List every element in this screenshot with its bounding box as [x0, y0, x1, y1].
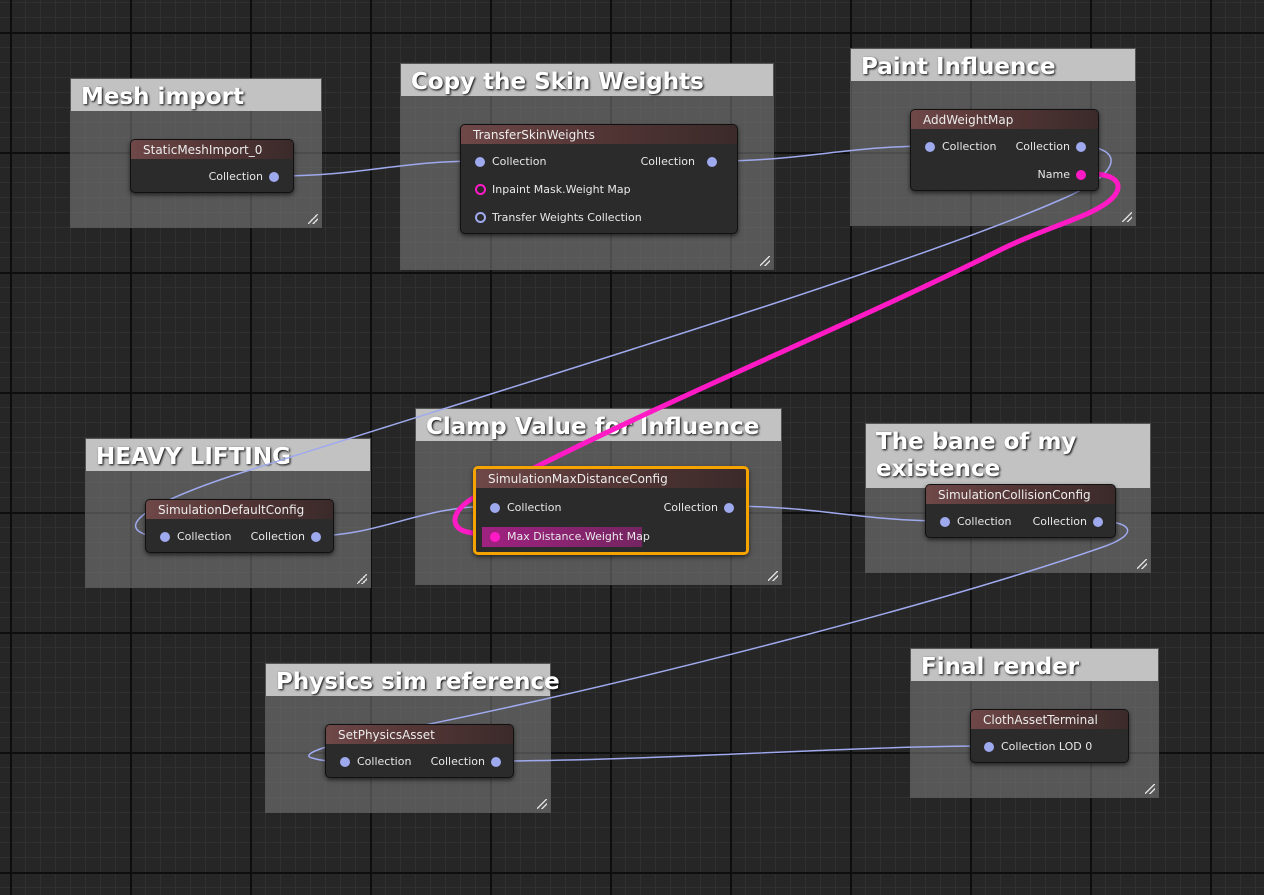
- pin-label: Collection: [1032, 515, 1087, 528]
- pin-label: Collection: [208, 170, 263, 183]
- node-static-mesh-import[interactable]: StaticMeshImport_0 Collection: [130, 139, 294, 193]
- resize-handle[interactable]: [1122, 212, 1132, 222]
- pin-label: Collection: [942, 140, 997, 153]
- pin-label: Collection: [1015, 140, 1070, 153]
- node-transfer-skin-weights[interactable]: TransferSkinWeights Collection Collectio…: [460, 124, 738, 234]
- node-simulation-default-config[interactable]: SimulationDefaultConfig Collection Colle…: [145, 499, 334, 553]
- node-set-physics-asset[interactable]: SetPhysicsAsset Collection Collection: [325, 724, 514, 778]
- collection-output-pin[interactable]: [1093, 517, 1103, 527]
- pin-label: Collection: [640, 155, 695, 168]
- node-title[interactable]: StaticMeshImport_0: [131, 140, 293, 159]
- pin-label: Collection: [507, 501, 562, 514]
- pin-label: Transfer Weights Collection: [492, 211, 642, 224]
- pin-label: Max Distance.Weight Map: [507, 530, 650, 543]
- node-title[interactable]: SimulationMaxDistanceConfig: [476, 469, 746, 488]
- node-add-weight-map[interactable]: AddWeightMap Collection Collection Name: [910, 109, 1099, 191]
- wire-collision-to-physics-asset[interactable]: [308, 520, 1129, 762]
- collection-input-pin[interactable]: [940, 517, 950, 527]
- comment-title[interactable]: Mesh import: [71, 79, 321, 111]
- wire-physics-asset-to-terminal[interactable]: [492, 745, 989, 762]
- wire-transfer-to-addweightmap[interactable]: [716, 145, 930, 162]
- transfer-weights-input-pin[interactable]: [475, 212, 486, 223]
- comment-title[interactable]: HEAVY LIFTING: [86, 439, 370, 471]
- collection-output-pin[interactable]: [491, 757, 501, 767]
- node-title[interactable]: SimulationCollisionConfig: [926, 485, 1115, 504]
- node-title[interactable]: SetPhysicsAsset: [326, 725, 513, 744]
- collection-input-pin[interactable]: [490, 503, 500, 513]
- name-output-pin[interactable]: [1076, 170, 1086, 180]
- collection-input-pin[interactable]: [340, 757, 350, 767]
- pin-label: Collection: [430, 755, 485, 768]
- resize-handle[interactable]: [357, 574, 367, 584]
- comment-title[interactable]: Clamp Value for Influence: [416, 409, 781, 441]
- collection-lod0-input-pin[interactable]: [984, 742, 994, 752]
- node-title[interactable]: ClothAssetTerminal: [971, 710, 1128, 729]
- wire-max-distance-to-collision[interactable]: [723, 505, 945, 522]
- pin-label: Inpaint Mask.Weight Map: [492, 183, 631, 196]
- max-distance-input-pin[interactable]: [490, 532, 500, 542]
- node-title[interactable]: SimulationDefaultConfig: [146, 500, 333, 519]
- node-title[interactable]: AddWeightMap: [911, 110, 1098, 129]
- resize-handle[interactable]: [1137, 559, 1147, 569]
- comment-bane[interactable]: The bane of my existence: [865, 423, 1151, 573]
- collection-output-pin[interactable]: [724, 503, 734, 513]
- pin-label: Collection LOD 0: [1001, 740, 1093, 753]
- pin-label: Name: [1037, 168, 1070, 181]
- wire-weight-map-name[interactable]: [452, 171, 1121, 537]
- comment-title[interactable]: Physics sim reference: [266, 664, 560, 696]
- comment-title[interactable]: The bane of my existence: [866, 424, 1150, 488]
- collection-output-pin[interactable]: [1076, 142, 1086, 152]
- resize-handle[interactable]: [537, 799, 547, 809]
- node-title[interactable]: TransferSkinWeights: [461, 125, 737, 144]
- wire-default-config-to-max-distance[interactable]: [312, 505, 495, 537]
- wire-mesh-to-transfer[interactable]: [276, 160, 480, 177]
- resize-handle[interactable]: [308, 214, 318, 224]
- collection-output-pin[interactable]: [269, 172, 279, 182]
- node-simulation-collision-config[interactable]: SimulationCollisionConfig Collection Col…: [925, 484, 1116, 538]
- pin-label: Collection: [663, 501, 718, 514]
- collection-output-pin[interactable]: [707, 157, 717, 167]
- pin-label: Collection: [357, 755, 412, 768]
- comment-title[interactable]: Paint Influence: [851, 49, 1135, 81]
- collection-output-pin[interactable]: [311, 532, 321, 542]
- node-cloth-asset-terminal[interactable]: ClothAssetTerminal Collection LOD 0: [970, 709, 1129, 763]
- collection-input-pin[interactable]: [475, 157, 485, 167]
- resize-handle[interactable]: [760, 256, 770, 266]
- pin-label: Collection: [250, 530, 305, 543]
- collection-input-pin[interactable]: [160, 532, 170, 542]
- collection-input-pin[interactable]: [925, 142, 935, 152]
- comment-title[interactable]: Copy the Skin Weights: [401, 64, 773, 96]
- pin-label: Collection: [177, 530, 232, 543]
- resize-handle[interactable]: [1145, 784, 1155, 794]
- comment-title[interactable]: Final render: [911, 649, 1158, 681]
- pin-label: Collection: [957, 515, 1012, 528]
- resize-handle[interactable]: [768, 571, 778, 581]
- inpaint-mask-input-pin[interactable]: [475, 184, 486, 195]
- pin-label: Collection: [492, 155, 547, 168]
- node-simulation-max-distance-config[interactable]: SimulationMaxDistanceConfig Collection C…: [473, 466, 749, 555]
